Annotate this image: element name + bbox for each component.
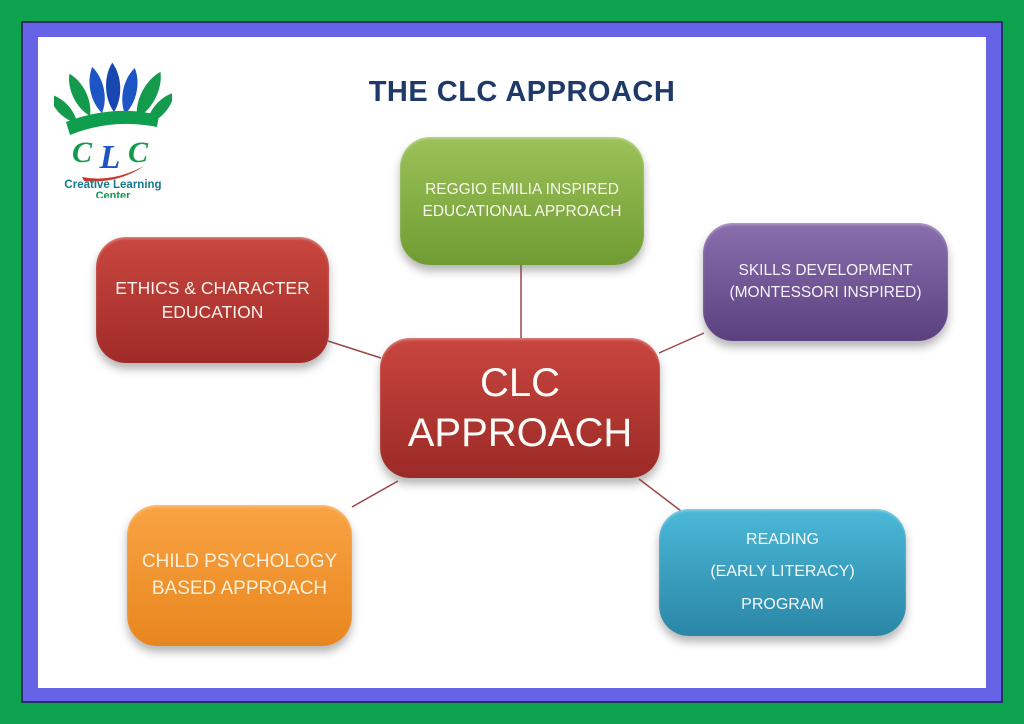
node-label-line: (EARLY LITERACY) xyxy=(710,563,855,581)
node-clc-approach-center: CLC APPROACH xyxy=(380,338,660,478)
center-label-line: CLC xyxy=(479,361,561,405)
node-reading-program: READING (EARLY LITERACY) PROGRAM xyxy=(659,509,906,636)
node-child-psychology: CHILD PSYCHOLOGY BASED APPROACH xyxy=(127,505,352,646)
logo-smile-icon xyxy=(82,166,144,182)
clc-logo: C L C Creative Learning Center xyxy=(54,62,172,198)
logo-letter-l: L xyxy=(99,139,121,176)
node-skills-development: SKILLS DEVELOPMENT (MONTESSORI INSPIRED) xyxy=(703,223,948,341)
node-label-line: EDUCATIONAL APPROACH xyxy=(422,203,622,220)
logo-acronym: C L C xyxy=(72,136,149,176)
logo-letter-c2: C xyxy=(128,136,149,169)
page-title: THE CLC APPROACH xyxy=(368,76,676,108)
center-label-line: APPROACH xyxy=(407,411,633,455)
node-label-line: EDUCATION xyxy=(161,302,264,322)
node-ethics-character: ETHICS & CHARACTER EDUCATION xyxy=(96,237,329,363)
node-label-line: PROGRAM xyxy=(741,595,824,613)
logo-name-line2: Center xyxy=(96,190,132,198)
node-label-line: (MONTESSORI INSPIRED) xyxy=(729,284,922,301)
node-label-line: CHILD PSYCHOLOGY xyxy=(141,550,338,572)
node-label-line: REGGIO EMILIA INSPIRED xyxy=(425,181,619,199)
logo-name-line1: Creative Learning xyxy=(64,179,161,191)
node-label-line: BASED APPROACH xyxy=(151,577,328,599)
node-reggio-emilia: REGGIO EMILIA INSPIRED EDUCATIONAL APPRO… xyxy=(400,137,644,265)
node-label-line: SKILLS DEVELOPMENT xyxy=(738,262,913,280)
node-label-line: ETHICS & CHARACTER xyxy=(115,277,310,298)
logo-letter-c1: C xyxy=(72,136,93,169)
logo-headband-icon xyxy=(66,110,159,135)
node-label-line: READING xyxy=(746,530,819,548)
